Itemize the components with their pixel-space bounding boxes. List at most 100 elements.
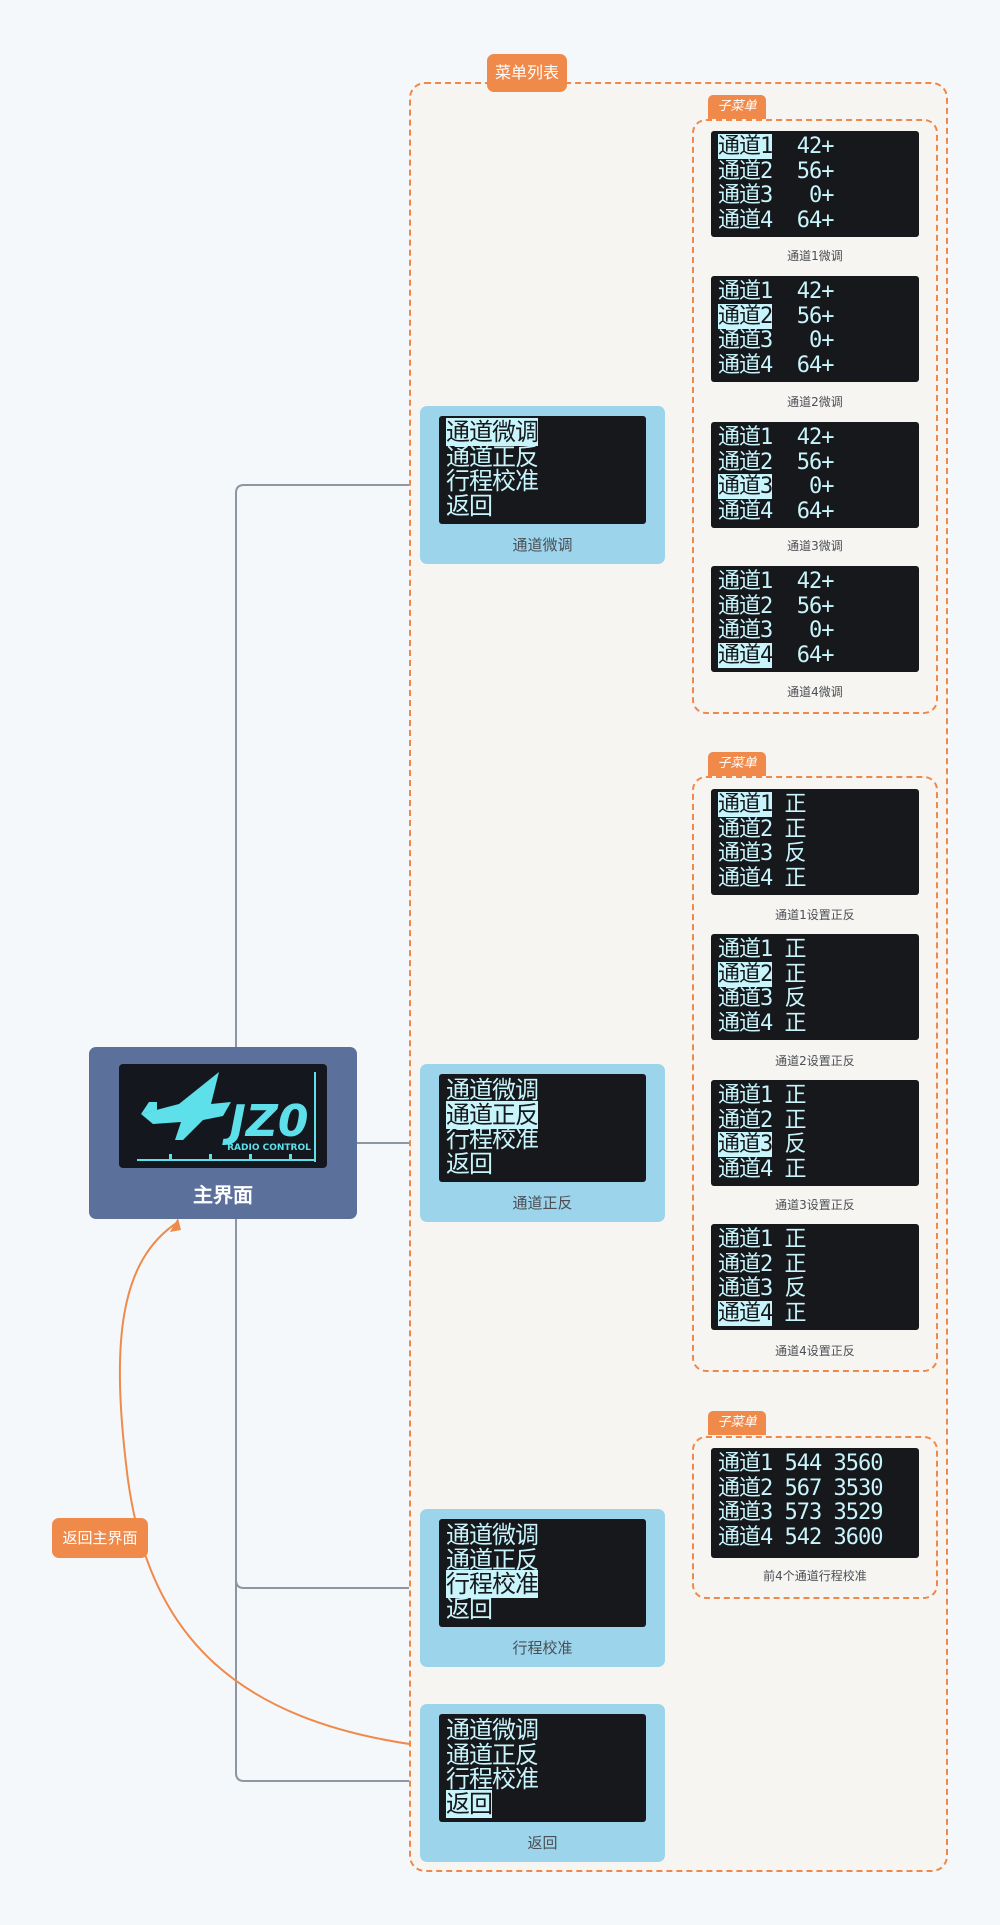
reverse-row: 通道3 反 — [718, 1132, 807, 1158]
trim-screen-4[interactable]: 通道1 42+通道2 56+通道3 0+通道4 64+ — [711, 566, 919, 672]
menu-row: 行程校准 — [446, 1570, 539, 1598]
submenu-frame-calibration — [692, 1436, 938, 1599]
menu-row-label: 通道正反 — [446, 442, 539, 471]
menu-row: 通道微调 — [446, 1523, 539, 1548]
channel-label: 通道4 — [718, 642, 773, 668]
oled-screen: 通道微调通道正反行程校准返回 — [439, 416, 646, 524]
calibration-max: 3530 — [821, 1475, 883, 1501]
channel-label: 通道4 — [718, 1524, 773, 1550]
menu-row-label: 通道微调 — [446, 1716, 539, 1744]
channel-label: 通道2 — [718, 303, 773, 329]
calibration-min: 567 — [772, 1475, 822, 1501]
channel-label: 通道3 — [718, 474, 773, 499]
menu-row: 行程校准 — [446, 469, 539, 494]
submenu-tag-calibration: 子菜单 — [708, 1411, 766, 1435]
calibration-max: 3529 — [821, 1500, 883, 1525]
trim-screen-2[interactable]: 通道1 42+通道2 56+通道3 0+通道4 64+ — [711, 276, 919, 382]
menu-row-label: 通道正反 — [446, 1100, 539, 1129]
channel-label: 通道4 — [718, 1010, 773, 1036]
menu-row: 通道微调 — [446, 1716, 539, 1744]
main-interface-label: 主界面 — [193, 1183, 253, 1207]
menu-row-label: 通道正反 — [446, 1740, 539, 1769]
reverse-row: 通道3 反 — [718, 841, 807, 867]
channel-label: 通道2 — [718, 816, 773, 842]
channel-label: 通道3 — [718, 986, 773, 1011]
channel-label: 通道4 — [718, 1156, 773, 1182]
menu-node-travel-calibration[interactable]: 通道微调通道正反行程校准返回 行程校准 — [420, 1509, 665, 1667]
reverse-value: 正 — [772, 937, 806, 962]
channel-label: 通道2 — [718, 1107, 773, 1133]
channel-label: 通道3 — [718, 1276, 773, 1301]
trim-row: 通道4 64+ — [718, 207, 834, 234]
menu-row-label: 返回 — [446, 1594, 493, 1623]
channel-label: 通道1 — [718, 1083, 773, 1108]
trim-value: 56+ — [772, 593, 835, 619]
trim-value: 64+ — [772, 642, 835, 668]
reverse-row: 通道3 反 — [718, 1276, 807, 1302]
trim-value: 0+ — [772, 618, 835, 643]
reverse-value: 正 — [772, 1227, 806, 1252]
menu-node-channel-reverse[interactable]: 通道微调通道正反行程校准返回 通道正反 — [420, 1064, 665, 1222]
menu-row-label: 返回 — [446, 1789, 493, 1818]
channel-label: 通道3 — [718, 1132, 773, 1157]
trim-caption-1: 通道1微调 — [787, 249, 843, 263]
trim-row: 通道3 0+ — [718, 328, 834, 354]
trim-row: 通道2 56+ — [718, 593, 835, 620]
reverse-value: 反 — [772, 1132, 806, 1157]
menu-row: 返回 — [446, 1789, 538, 1818]
reverse-caption-3: 通道3设置正反 — [775, 1198, 855, 1212]
reverse-value: 正 — [772, 792, 806, 817]
reverse-screen-4[interactable]: 通道1 正通道2 正通道3 反通道4 正 — [711, 1224, 919, 1330]
reverse-value: 反 — [772, 1276, 806, 1301]
channel-label: 通道4 — [718, 207, 773, 233]
trim-screen-3[interactable]: 通道1 42+通道2 56+通道3 0+通道4 64+ — [711, 422, 919, 528]
calibration-max: 3600 — [821, 1524, 883, 1550]
channel-label: 通道4 — [718, 1300, 773, 1326]
channel-label: 通道3 — [718, 1500, 773, 1525]
menu-node-return[interactable]: 通道微调通道正反行程校准返回 返回 — [420, 1704, 665, 1862]
channel-label: 通道1 — [718, 134, 773, 159]
trim-row: 通道3 0+ — [718, 618, 835, 644]
trim-row: 通道2 56+ — [718, 158, 834, 185]
submenu-frame-trim — [692, 119, 938, 714]
calibration-row: 通道1 544 3560 — [718, 1451, 883, 1477]
submenu-tag-reverse: 子菜单 — [708, 752, 766, 776]
reverse-row: 通道1 正 — [718, 1083, 807, 1109]
reverse-screen-1[interactable]: 通道1 正通道2 正通道3 反通道4 正 — [711, 789, 919, 895]
trim-value: 64+ — [772, 498, 835, 524]
channel-label: 通道3 — [718, 618, 773, 643]
channel-label: 通道1 — [718, 792, 773, 817]
trim-row: 通道2 56+ — [718, 303, 835, 330]
return-main-tag[interactable]: 返回主界面 — [52, 1518, 148, 1558]
channel-label: 通道2 — [718, 449, 773, 475]
reverse-row: 通道2 正 — [718, 1107, 807, 1134]
main-interface-card[interactable]: JZ0 RADIO CONTROL 主界面 — [89, 1047, 357, 1219]
trim-row: 通道1 42+ — [718, 425, 834, 451]
trim-row: 通道3 0+ — [718, 474, 834, 500]
reverse-caption-2: 通道2设置正反 — [775, 1054, 855, 1068]
calibration-max: 3560 — [821, 1451, 883, 1476]
reverse-screen-2[interactable]: 通道1 正通道2 正通道3 反通道4 正 — [711, 934, 919, 1040]
menu-node-channel-trim[interactable]: 通道微调通道正反行程校准返回 通道微调 — [420, 406, 665, 564]
menu-row-label: 通道微调 — [446, 1076, 539, 1104]
trim-screen-1[interactable]: 通道1 42+通道2 56+通道3 0+通道4 64+ — [711, 131, 919, 237]
channel-label: 通道1 — [718, 425, 773, 450]
reverse-screen-3[interactable]: 通道1 正通道2 正通道3 反通道4 正 — [711, 1080, 919, 1186]
reverse-caption-4: 通道4设置正反 — [775, 1344, 855, 1358]
menu-row: 通道正反 — [446, 1548, 539, 1573]
logo-text: JZ0 — [222, 1096, 309, 1147]
menu-row-label: 通道微调 — [446, 418, 539, 446]
channel-label: 通道2 — [718, 158, 773, 184]
reverse-value: 正 — [772, 1300, 806, 1326]
node-label: 行程校准 — [512, 1639, 573, 1657]
channel-label: 通道2 — [718, 961, 773, 987]
trim-row: 通道4 64+ — [718, 498, 835, 525]
trim-value: 0+ — [772, 183, 835, 208]
channel-label: 通道2 — [718, 1475, 773, 1501]
calibration-row: 通道4 542 3600 — [718, 1524, 883, 1551]
trim-row: 通道4 64+ — [718, 353, 834, 379]
reverse-caption-1: 通道1设置正反 — [775, 908, 855, 922]
reverse-row: 通道4 正 — [718, 1010, 807, 1037]
trim-value: 56+ — [772, 303, 835, 329]
